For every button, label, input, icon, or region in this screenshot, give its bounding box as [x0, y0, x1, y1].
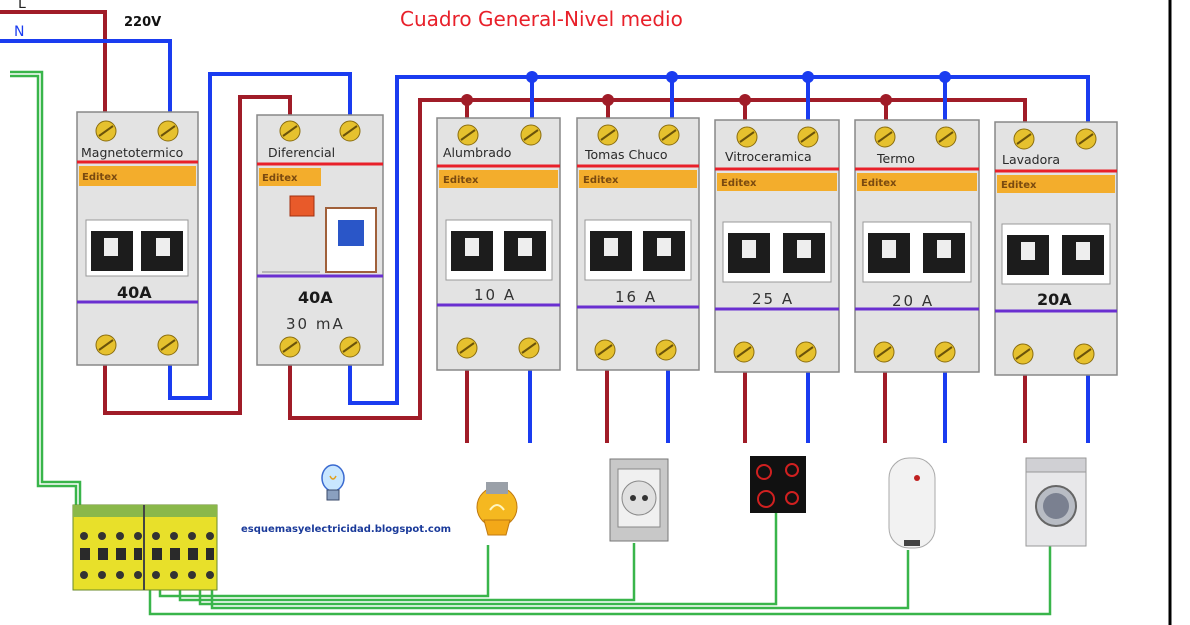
breaker-diferencial[interactable]: Editex Diferencial 40A 30 mA [256, 114, 384, 366]
brand-label: Editex [861, 178, 897, 189]
breaker-rating: 10 A [474, 286, 516, 304]
diagram-title: Cuadro General-Nivel medio [400, 7, 683, 31]
breaker-lavadora[interactable]: Editex Lavadora 20A [994, 121, 1118, 376]
blog-logo [321, 464, 345, 501]
breaker-tomas-chuco[interactable]: Editex Tomas Chuco 16 A [576, 117, 700, 371]
breaker-name: Termo [876, 151, 915, 166]
breaker-magnetotermico[interactable]: Editex Magnetotermico 40A [76, 111, 199, 366]
breaker-name: Lavadora [1002, 152, 1060, 167]
breaker-name: Alumbrado [443, 145, 511, 160]
neutral-wires [0, 39, 1090, 405]
brand-label: Editex [443, 175, 479, 186]
breaker-vitroceramica[interactable]: Editex Vitroceramica 25 A [714, 119, 840, 373]
breaker-rating: 40A [298, 288, 333, 307]
earth-wires [10, 70, 1052, 616]
breakers: Editex Magnetotermico 40A Editex Diferen… [76, 111, 1118, 376]
breaker-name: Tomas Chuco [584, 147, 668, 162]
brand-label: Editex [583, 175, 619, 186]
breaker-rating: 40A [117, 283, 152, 302]
light-bulb-icon [476, 482, 518, 536]
breaker-name: Vitroceramica [725, 149, 812, 164]
breaker-name: Diferencial [268, 145, 335, 160]
breaker-sensitivity: 30 mA [286, 315, 345, 333]
breaker-rating: 20 A [892, 292, 934, 310]
line-label: L [18, 0, 26, 12]
brand-label: Editex [82, 172, 118, 183]
breaker-name: Magnetotermico [81, 145, 183, 160]
junction-dots [461, 71, 951, 106]
ceramic-hob-icon [750, 456, 806, 513]
circuit-wires [465, 370, 1090, 443]
brand-label: Editex [721, 178, 757, 189]
breaker-alumbrado[interactable]: Editex Alumbrado 10 A [436, 117, 561, 371]
breaker-rating: 20A [1037, 290, 1072, 309]
neutral-label: N [14, 24, 24, 40]
blog-watermark: esquemasyelectricidad.blogspot.com [241, 524, 451, 535]
breaker-rating: 25 A [752, 290, 794, 308]
breaker-rating: 16 A [615, 288, 657, 306]
water-heater-icon [888, 457, 936, 549]
breaker-termo[interactable]: Editex Termo 20 A [854, 119, 980, 373]
washing-machine-icon [1025, 457, 1087, 547]
brand-label: Editex [262, 173, 298, 184]
brand-label: Editex [1001, 180, 1037, 191]
voltage-label: 220V [124, 15, 161, 30]
power-socket-icon [609, 458, 669, 542]
earth-terminal-block [72, 504, 218, 591]
